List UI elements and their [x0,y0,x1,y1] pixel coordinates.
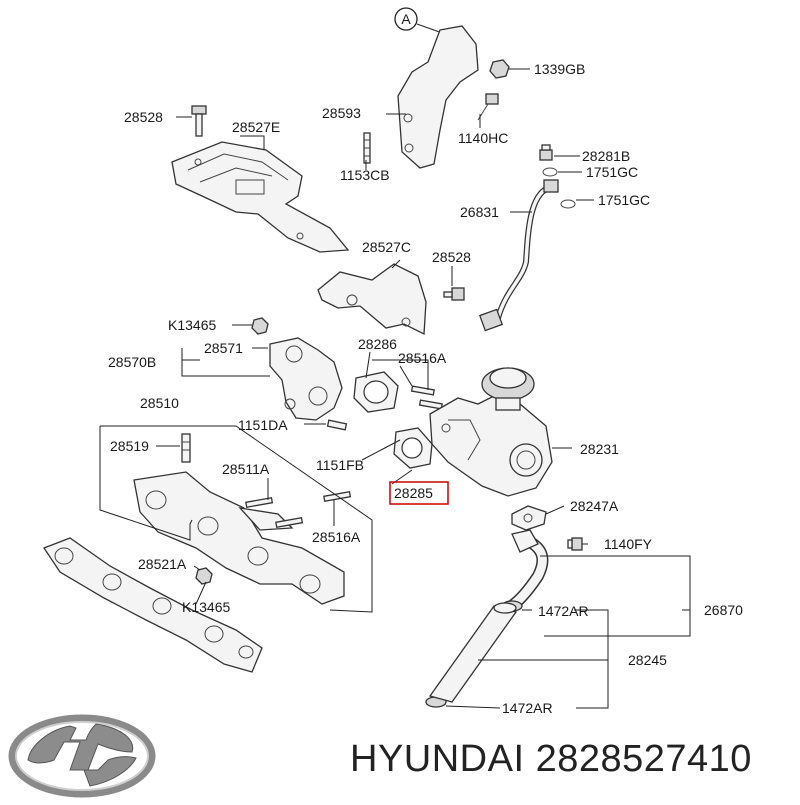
label-1751gc-lower: 1751GC [598,192,650,208]
label-28247a: 28247A [570,498,619,514]
label-k13465-lower: K13465 [182,599,230,615]
label-1151fb: 1151FB [316,457,364,473]
nut-k13465-upper [251,317,269,335]
manifold-28571 [269,337,343,421]
bolt-28528-upper [191,105,207,137]
label-28516a-upper: 28516A [398,350,447,366]
bracket-28593 [397,25,479,169]
hose-28245 [428,602,518,703]
labels: 1339GB 28593 1140HC 1153CB 28528 28527E … [108,61,743,716]
label-k13465-upper: K13465 [168,317,216,333]
label-28285: 28285 [394,485,433,501]
ref-marker-a-text: A [401,11,411,27]
stud-1151da [326,419,348,431]
studs-28516a-lower [323,491,352,502]
oil-pipe-26870 [502,529,549,614]
label-28516a-lower: 28516A [312,529,361,545]
label-26870: 26870 [704,602,743,618]
label-28571: 28571 [204,340,243,356]
gasket-1751gc-lower [560,199,576,209]
nut-1339gb [489,59,510,79]
label-28511a: 28511A [222,461,270,477]
ref-marker-a: A [394,7,446,35]
label-1153cb: 1153CB [340,167,390,183]
label-28231: 28231 [580,441,619,457]
stud-1153cb [363,132,371,164]
nut-k13465-lower [195,567,213,585]
gasket-28285 [393,427,433,469]
bolt-1140hc [477,93,499,121]
label-28593: 28593 [322,105,361,121]
label-28570b: 28570B [108,354,156,370]
bolt-1140fy [567,537,583,551]
studs-28516a-upper [410,385,443,410]
label-28527e: 28527E [232,119,280,135]
bolt-28528-lower [443,287,465,301]
plug-28281b [539,144,553,161]
gasket-28247a [511,505,547,531]
oil-pipe-26831 [478,179,559,332]
brand-part-number: HYUNDAI 2828527410 [350,738,752,780]
label-28519: 28519 [110,438,149,454]
highlight-box-28285 [389,481,449,505]
label-28510: 28510 [140,395,179,411]
hyundai-logo [8,714,156,798]
label-1339gb: 1339GB [534,61,585,77]
label-1140fy: 1140FY [604,536,653,552]
gasket-28521a [43,537,263,673]
stud-28519 [181,433,191,463]
label-28245: 28245 [628,652,667,668]
heat-shield-28527c [317,263,427,336]
label-28281b: 28281B [582,148,630,164]
label-1140hc: 1140HC [458,130,508,146]
label-28521a: 28521A [138,556,187,572]
label-1472ar-upper: 1472AR [538,603,589,619]
label-28286: 28286 [358,336,397,352]
label-26831: 26831 [460,204,499,220]
label-1751gc-upper: 1751GC [586,164,638,180]
leader-lines [99,68,691,709]
gasket-28286 [353,371,399,413]
label-28527c: 28527C [362,239,411,255]
label-28528-upper: 28528 [124,109,163,125]
label-1472ar-lower: 1472AR [502,700,553,716]
label-1151da: 1151DA [238,417,288,433]
heat-shield-28527e [171,141,350,253]
turbocharger-28231 [429,367,553,497]
studs-28511a [245,497,304,528]
gasket-1751gc-upper [542,167,558,177]
label-28528-lower: 28528 [432,249,471,265]
